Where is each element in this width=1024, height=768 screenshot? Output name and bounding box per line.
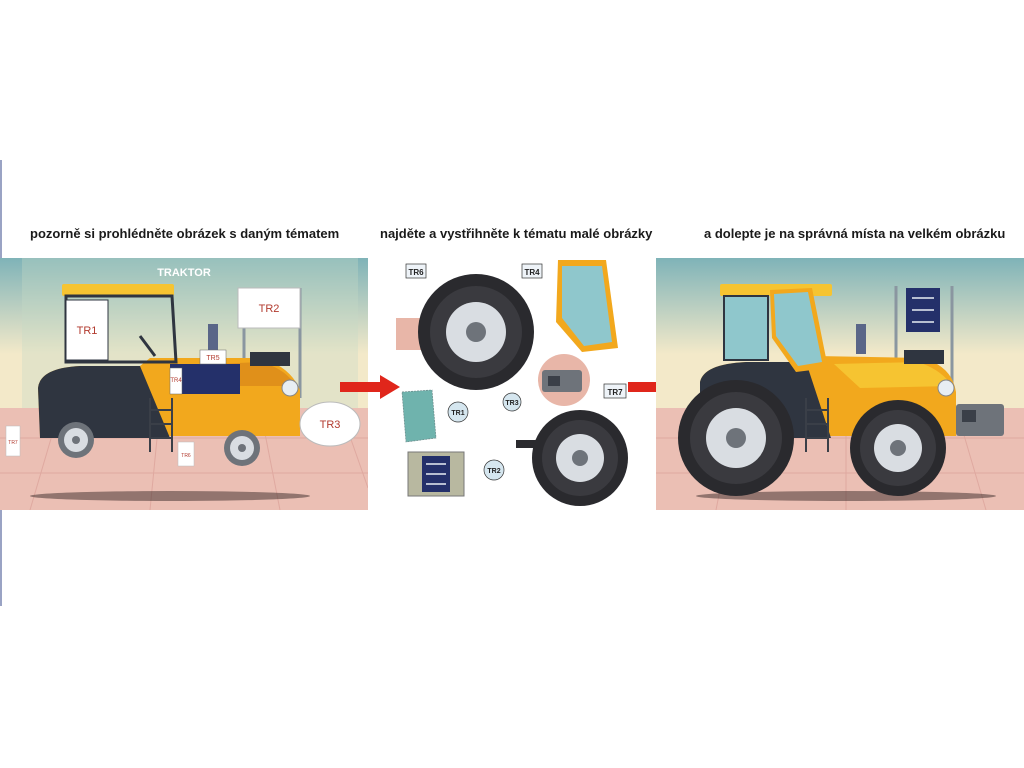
panel1-label-tr3: TR3 (320, 419, 341, 431)
part-label-tr2: TR2 (487, 468, 500, 475)
cutout-parts-sheet: TR6 TR4 TR3 TR7 TR1 (396, 260, 628, 506)
part-label-tr1: TR1 (451, 410, 464, 417)
panel1-label-tr7: TR7 (8, 440, 18, 446)
tractor-scene-incomplete: TR1 TR5 TR4 TR2 TR3 TR7 TR6 TRAKTOR (0, 258, 368, 510)
panel-cutout-parts: TR6 TR4 TR3 TR7 TR1 (396, 252, 636, 516)
caption-step-1: pozorně si prohlédněte obrázek s daným t… (30, 226, 340, 241)
panel1-label-tr2: TR2 (259, 303, 280, 315)
part-label-tr3: TR3 (505, 400, 518, 407)
part-label-tr7: TR7 (607, 388, 623, 397)
panel-completed-picture (656, 258, 1024, 510)
caption-step-2: najděte a vystřihněte k tématu malé obrá… (380, 226, 653, 241)
part-label-tr4: TR4 (524, 268, 540, 277)
tractor-scene-complete (656, 258, 1024, 510)
part-label-tr6: TR6 (408, 268, 424, 277)
theme-title: TRAKTOR (157, 267, 211, 279)
panel1-label-tr4: TR4 (170, 378, 182, 384)
panel1-label-tr6: TR6 (181, 453, 191, 459)
arrow-right-icon (340, 375, 400, 399)
panel-original-picture: TR1 TR5 TR4 TR2 TR3 TR7 TR6 TRAKTOR (0, 258, 368, 510)
panel1-label-tr1: TR1 (77, 325, 98, 337)
panel1-label-tr5: TR5 (206, 355, 219, 362)
caption-step-3: a dolepte je na správná místa na velkém … (704, 226, 1006, 241)
